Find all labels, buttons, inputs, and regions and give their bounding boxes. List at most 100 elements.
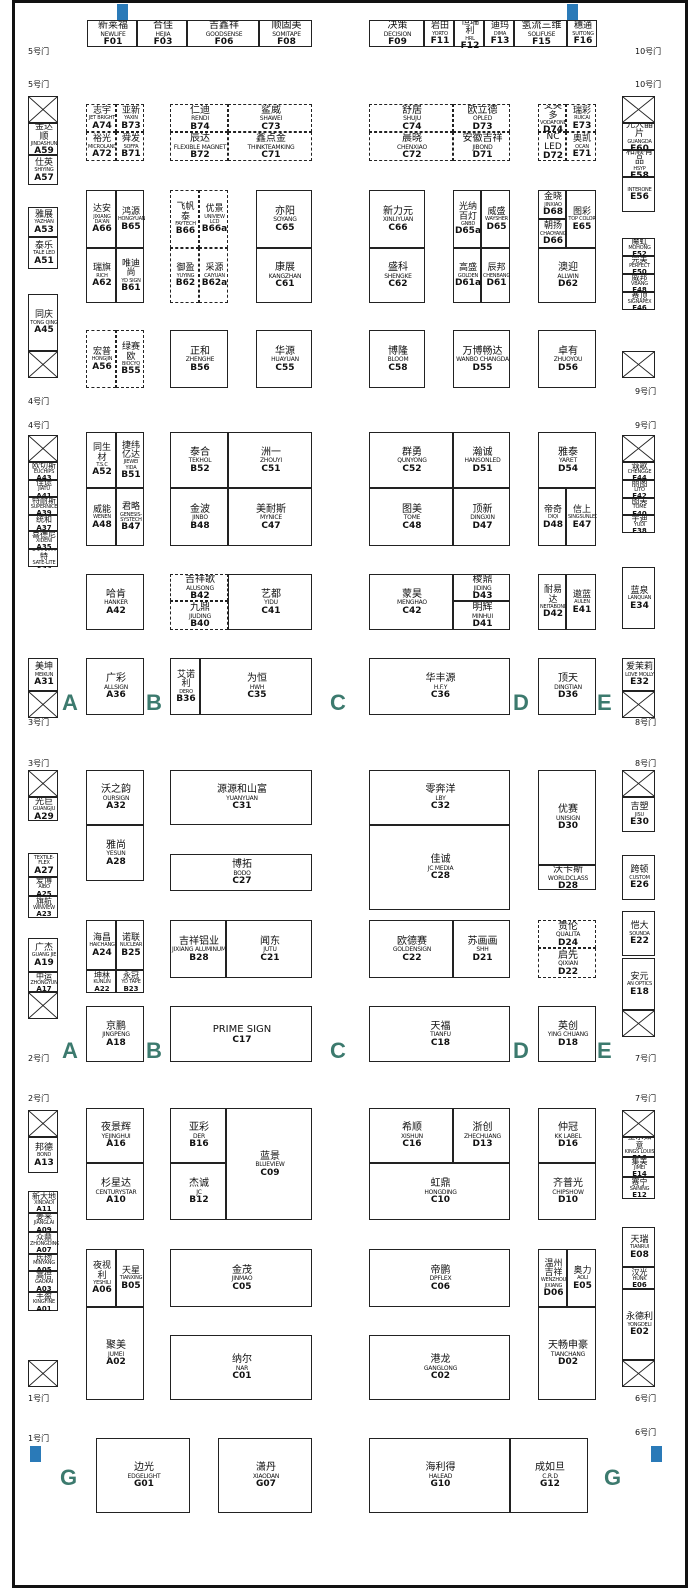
booth-e16[interactable]: 金水如意KINGS LOUISE16 (622, 1137, 655, 1158)
